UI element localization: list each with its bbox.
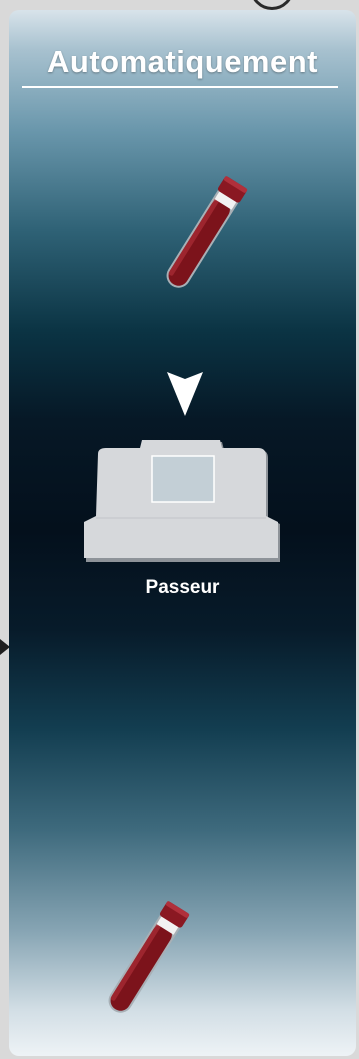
connector-arc	[250, 0, 294, 10]
down-arrow-icon	[165, 370, 205, 425]
panel-title: Automatiquement	[9, 44, 356, 80]
sampler-label: Passeur	[9, 577, 356, 599]
title-underline	[22, 86, 338, 88]
blood-tube-icon	[101, 895, 191, 1030]
automatic-panel: Automatiquement	[9, 10, 356, 1056]
blood-tube-icon	[159, 170, 249, 305]
sample-changer-icon	[82, 438, 287, 573]
